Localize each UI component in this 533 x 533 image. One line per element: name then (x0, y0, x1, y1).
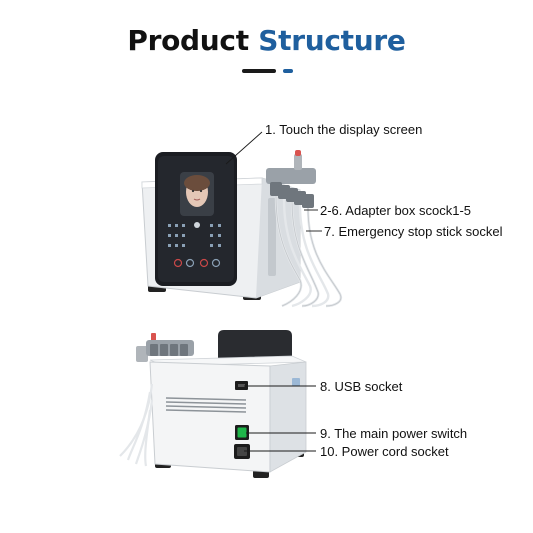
callout-main-power-switch: 9. The main power switch (320, 426, 468, 441)
title-word-dark: Product (127, 24, 249, 57)
callout-emergency-stop-socket: 7. Emergency stop stick sockel (324, 224, 503, 239)
callout-power-cord-socket: 10. Power cord socket (320, 444, 449, 459)
title-underline-blue (283, 69, 293, 73)
touch-display-screen (155, 152, 237, 286)
page-title: Product Structure (0, 24, 533, 57)
callout-adapter-box-sockets: 2-6. Adapter box scock1-5 (320, 203, 472, 218)
device-front-view (141, 150, 343, 308)
callout-touch-display-screen: 1. Touch the display screen (265, 122, 423, 137)
device-back-view (119, 330, 307, 478)
title-underline-dark (242, 69, 276, 73)
callout-usb-socket: 8. USB socket (320, 379, 403, 394)
leader-lines (225, 131, 322, 452)
title-word-blue: Structure (258, 24, 406, 57)
adapter-box-sockets (266, 150, 316, 208)
